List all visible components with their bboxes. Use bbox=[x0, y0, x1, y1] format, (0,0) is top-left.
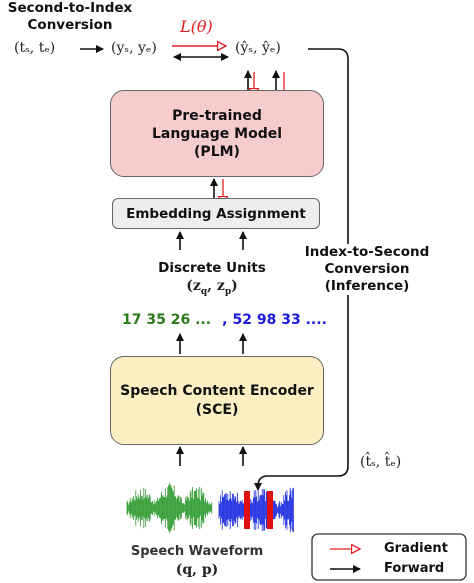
plm-line2: Language Model bbox=[151, 125, 283, 142]
segment-marker-start bbox=[244, 491, 250, 529]
index-pair: (yₛ, yₑ) bbox=[111, 40, 157, 56]
index-to-second-label: Index-to-Second Conversion (Inference) bbox=[292, 244, 442, 295]
plm-line1: Pre-trained bbox=[172, 107, 262, 124]
legend-gradient-label: Gradient bbox=[384, 541, 448, 556]
second-to-index-title-line1: Second-to-Index bbox=[7, 0, 133, 16]
second-to-index-title-line2: Conversion bbox=[27, 17, 113, 33]
embedding-assignment-label: Embedding Assignment bbox=[126, 205, 306, 222]
time-pair: (tₛ, tₑ) bbox=[14, 40, 56, 56]
green-waveform bbox=[126, 483, 213, 533]
query-unit-sequence: 17 35 26 ... bbox=[122, 312, 212, 328]
plm-box: Pre-trained Language Model (PLM) bbox=[110, 90, 324, 177]
embedding-assignment-box: Embedding Assignment bbox=[112, 198, 320, 229]
sce-box: Speech Content Encoder (SCE) bbox=[110, 356, 324, 445]
legend-forward-label: Forward bbox=[384, 561, 445, 576]
discrete-units-math: (zq, zp) bbox=[186, 278, 238, 297]
unit-sequence: 17 35 26 ... , 52 98 33 .... bbox=[122, 309, 327, 328]
passage-unit-sequence: 52 98 33 .... bbox=[232, 312, 327, 328]
index-to-second-line2: Conversion bbox=[324, 261, 410, 277]
loss-label: L(θ) bbox=[180, 17, 213, 36]
speech-waveform-math: (q, p) bbox=[175, 562, 219, 578]
sce-line1: Speech Content Encoder bbox=[120, 382, 314, 399]
blue-waveform bbox=[218, 487, 294, 533]
segment-marker-end bbox=[267, 491, 273, 529]
discrete-units-title: Discrete Units bbox=[158, 260, 266, 276]
inference-path bbox=[254, 48, 349, 491]
pred-pair: (ŷₛ, ŷₑ) bbox=[235, 40, 281, 56]
index-to-second-line3: (Inference) bbox=[324, 278, 410, 294]
second-to-index-title: Second-to-Index Conversion bbox=[0, 0, 140, 34]
plm-line3: (PLM) bbox=[194, 143, 240, 160]
sce-line2: (SCE) bbox=[195, 401, 239, 418]
index-to-second-line1: Index-to-Second bbox=[304, 244, 430, 260]
output-time-pair: (t̂ₛ, t̂ₑ) bbox=[360, 454, 402, 470]
unit-separator: , bbox=[222, 312, 228, 328]
speech-waveform-label: Speech Waveform bbox=[130, 544, 264, 559]
